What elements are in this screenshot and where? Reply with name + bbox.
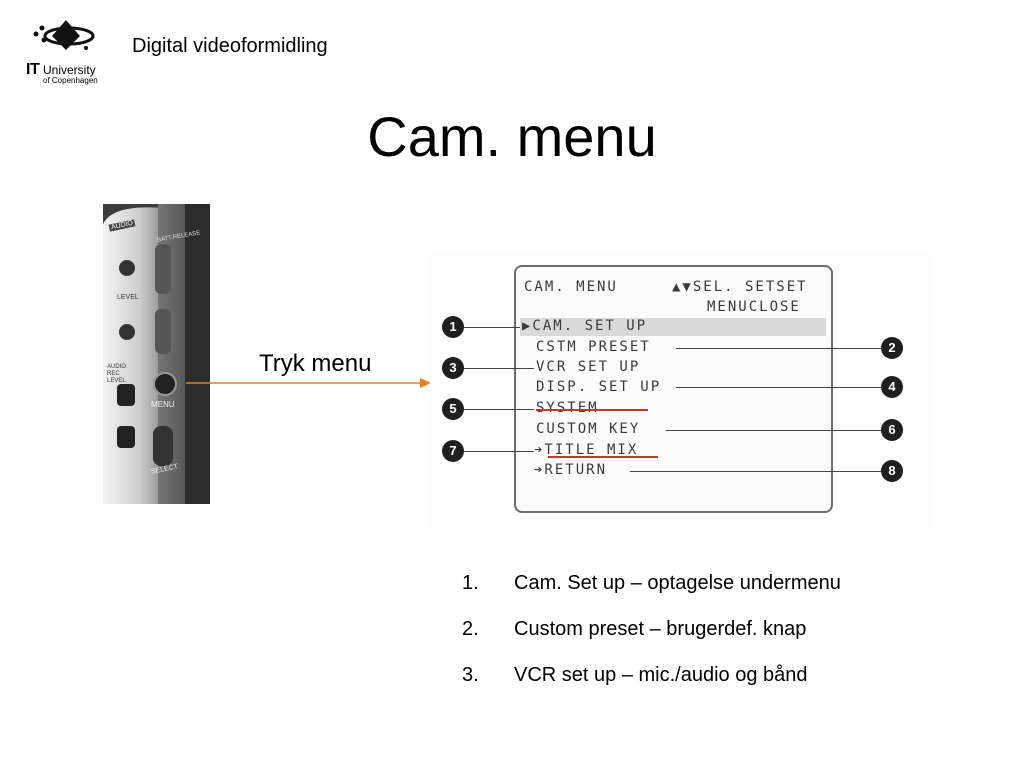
strike-title-mix <box>548 456 658 458</box>
menu-item-vcr-setup: VCR SET UP <box>536 359 641 375</box>
itu-logo <box>22 14 112 90</box>
menu-item-cstm-preset: CSTM PRESET <box>536 339 651 355</box>
list-item-text: Cam. Set up – optagelse undermenu <box>514 572 841 594</box>
menu-header-left: CAM. MENU <box>524 279 618 295</box>
callout-line-2 <box>676 348 881 349</box>
list-item: 2. Custom preset – brugerdef. knap <box>462 618 982 664</box>
callout-badge-1: 1 <box>442 316 464 338</box>
callout-line-1 <box>464 327 520 328</box>
callout-line-4 <box>676 387 881 388</box>
callout-badge-2: 2 <box>881 337 903 359</box>
list-item-number: 1. <box>462 572 479 594</box>
menu-item-cam-setup: ▶CAM. SET UP <box>522 318 648 334</box>
callout-badge-5: 5 <box>442 398 464 420</box>
list-item-number: 2. <box>462 618 479 640</box>
menu-highlight <box>520 318 826 336</box>
callout-line-7 <box>464 451 534 452</box>
itu-logo-icon <box>33 20 95 50</box>
menu-item-return: ➔RETURN <box>534 462 608 478</box>
callout-badge-8: 8 <box>881 460 903 482</box>
menu-item-disp-setup: DISP. SET UP <box>536 379 662 395</box>
camera-label-menu: MENU <box>151 400 175 409</box>
list-item-number: 3. <box>462 664 479 686</box>
course-title: Digital videoformidling <box>132 35 328 57</box>
logo-copenhagen-text: of Copenhagen <box>43 76 98 85</box>
callout-line-5 <box>464 409 534 410</box>
slide-title: Cam. menu <box>367 105 657 168</box>
camera-label-level: LEVEL <box>117 294 139 301</box>
callout-line-8 <box>630 471 881 472</box>
list-item: 1. Cam. Set up – optagelse undermenu <box>462 572 982 618</box>
list-item-text: Custom preset – brugerdef. knap <box>514 618 807 640</box>
menu-item-system: SYSTEM <box>536 400 599 416</box>
list-item-text: VCR set up – mic./audio og bånd <box>514 664 808 686</box>
pointer-arrow <box>186 378 431 388</box>
camera-label-audio-rec: AUDIO REC LEVEL <box>107 364 127 384</box>
callout-badge-7: 7 <box>442 440 464 462</box>
callout-badge-4: 4 <box>881 376 903 398</box>
camera-photo: AUDIO BATT.RELEASE LEVEL AUDIO REC LEVEL… <box>103 204 210 505</box>
list-item: 3. VCR set up – mic./audio og bånd <box>462 664 982 710</box>
menu-header-right-1: ▲▼SEL. SETSET <box>672 279 808 295</box>
logo-university-text: University <box>43 63 96 77</box>
strike-system <box>536 409 648 411</box>
callout-badge-3: 3 <box>442 357 464 379</box>
menu-item-custom-key: CUSTOM KEY <box>536 421 641 437</box>
logo-it-text: IT <box>26 61 40 78</box>
callout-line-3 <box>464 368 534 369</box>
explanation-list: 1. Cam. Set up – optagelse undermenu 2. … <box>462 572 982 710</box>
menu-item-title-mix: ➔TITLE MIX <box>534 442 639 458</box>
callout-badge-6: 6 <box>881 419 903 441</box>
menu-header-right-2: MENUCLOSE <box>707 299 801 315</box>
annotation-tryk-menu: Tryk menu <box>259 350 372 377</box>
callout-line-6 <box>666 430 881 431</box>
